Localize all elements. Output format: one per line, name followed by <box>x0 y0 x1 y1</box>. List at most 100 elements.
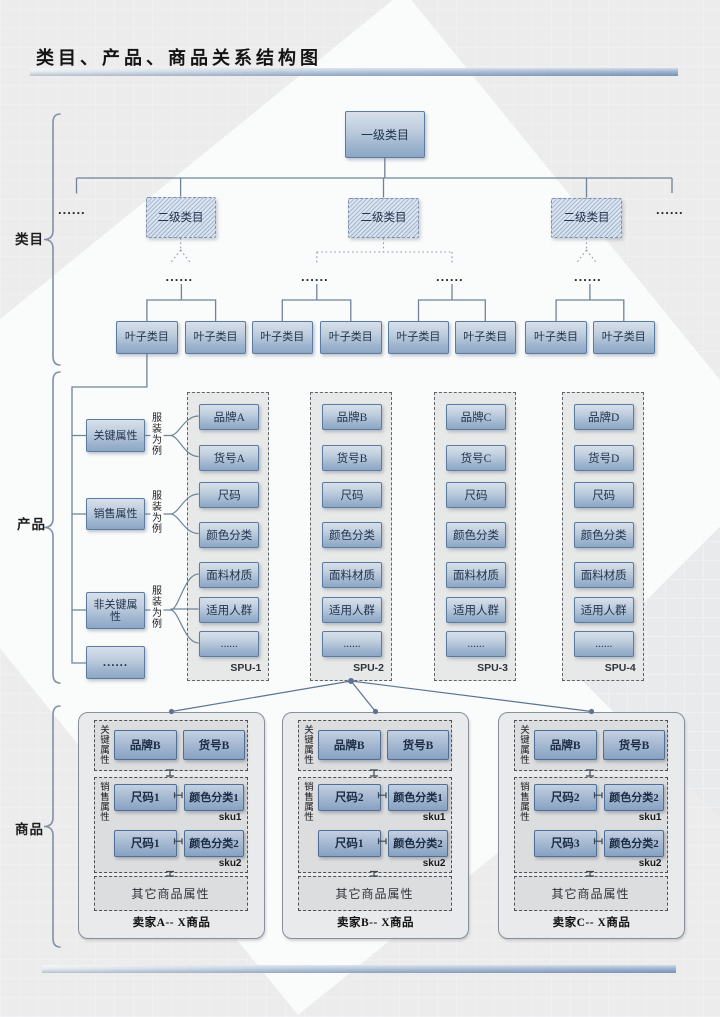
spu2-attr-audience: 适用人群 <box>322 597 382 623</box>
sellerA-sku1-size: 尺码1 <box>114 783 177 811</box>
ellipsis-left: ...... <box>58 202 86 217</box>
ellipsis-more-attributes: ...... <box>102 656 129 669</box>
spu3-attr-color: 颜色分类 <box>446 521 506 548</box>
sellerA-brand: 品牌B <box>114 729 177 760</box>
node-leaf-category-7: 叶子类目 <box>525 321 587 354</box>
sellerA-sales-group: 销售属性 尺码1 颜色分类1 sku1 尺码1 颜色分类2 sku2 <box>93 777 248 873</box>
spu3-attr-itemno: 货号C <box>446 444 506 471</box>
sellerB-sku1-size: 尺码2 <box>318 783 381 811</box>
spu4-attr-itemno: 货号D <box>573 444 634 471</box>
spu3-label: SPU-3 <box>477 662 508 674</box>
spu4-attr-brand: 品牌D <box>573 404 634 430</box>
spu1-label: SPU-1 <box>230 662 262 674</box>
sellerA-key-group: 关键属性 品牌B 货号B <box>93 720 248 771</box>
spu3-attr-more: ...... <box>446 631 506 657</box>
ellipsis-under-level2-1: ...... <box>165 269 194 284</box>
spu3-attr-fabric: 面料材质 <box>446 562 506 588</box>
node-more-attributes: ...... <box>86 646 145 679</box>
node-level2-category-2: 二级类目 <box>348 197 419 238</box>
spu-column-4: 品牌D 货号D 尺码 颜色分类 面料材质 适用人群 ...... <box>562 392 644 681</box>
sellerA-sku2-color: 颜色分类2 <box>184 829 244 857</box>
sellerC-sales-group-label: 销售属性 <box>520 783 530 823</box>
spu4-attr-color: 颜色分类 <box>573 521 634 548</box>
sellerB-sku2-tag: sku2 <box>422 858 446 869</box>
sellerC-other-attributes: 其它商品属性 <box>513 876 668 911</box>
footer-bar <box>42 965 676 973</box>
node-level2-category-3: 二级类目 <box>551 197 622 238</box>
ellipsis-under-level2-2a: ...... <box>301 269 329 284</box>
sellerA-sku2-tag: sku2 <box>218 858 242 869</box>
node-root-category: 一级类目 <box>345 111 425 158</box>
spu2-attr-color: 颜色分类 <box>322 521 382 548</box>
sellerB-key-group-label: 关键属性 <box>304 726 314 766</box>
node-level2-category-1: 二级类目 <box>145 197 216 238</box>
node-leaf-category-4: 叶子类目 <box>320 321 382 354</box>
sellerA-sku1-tag: sku1 <box>218 812 242 823</box>
sellerB-brand: 品牌B <box>318 729 381 760</box>
node-leaf-category-8: 叶子类目 <box>593 321 655 354</box>
section-label-commodity: 商品 <box>15 822 44 837</box>
sellerC-name: 卖家C-- X商品 <box>552 917 631 929</box>
node-leaf-category-6: 叶子类目 <box>454 321 516 354</box>
sellerB-sku1-color: 颜色分类1 <box>388 783 448 811</box>
sellerB-sales-group-label: 销售属性 <box>304 783 314 823</box>
sellerC-key-group: 关键属性 品牌B 货号B <box>513 720 668 771</box>
node-sales-attributes: 销售属性 <box>86 498 145 530</box>
spu3-attr-brand: 品牌C <box>446 404 506 430</box>
spu4-label: SPU-4 <box>604 662 636 674</box>
sellerC-key-group-label: 关键属性 <box>520 726 530 766</box>
spu1-attr-size: 尺码 <box>199 482 260 508</box>
spu1-attr-color: 颜色分类 <box>199 521 260 548</box>
sellerC-brand: 品牌B <box>534 729 597 760</box>
sellerB-sku2-size: 尺码1 <box>318 829 381 857</box>
seller-card-c: 关键属性 品牌B 货号B 销售属性 尺码2 颜色分类2 sku1 尺码3 颜色分… <box>498 712 685 939</box>
spu3-attr-audience: 适用人群 <box>446 597 506 623</box>
sellerB-sku1-tag: sku1 <box>422 812 446 823</box>
node-leaf-category-5: 叶子类目 <box>387 321 450 354</box>
spu1-attr-itemno: 货号A <box>199 444 260 471</box>
spu3-attr-size: 尺码 <box>446 482 506 508</box>
sellerB-name: 卖家B-- X商品 <box>336 917 414 929</box>
node-nonkey-attributes: 非关键属性 <box>86 592 145 629</box>
ellipsis-under-level2-2b: ...... <box>436 269 464 284</box>
title-underline-bar <box>30 68 678 76</box>
sellerA-key-group-label: 关键属性 <box>100 726 110 766</box>
note-clothing-example-2: 服装为例 <box>152 491 162 535</box>
spu2-attr-fabric: 面料材质 <box>322 562 382 588</box>
sellerC-sku1-color: 颜色分类2 <box>604 783 664 811</box>
note-clothing-example-3: 服装为例 <box>152 586 162 630</box>
spu2-attr-brand: 品牌B <box>322 404 382 430</box>
spu4-attr-size: 尺码 <box>573 482 634 508</box>
sellerA-sku2-size: 尺码1 <box>114 829 177 857</box>
spu1-attr-fabric: 面料材质 <box>199 562 260 588</box>
sellerC-sku2-tag: sku2 <box>638 858 662 869</box>
sellerC-itemno: 货号B <box>602 729 666 760</box>
spu4-attr-fabric: 面料材质 <box>573 562 634 588</box>
sellerB-key-group: 关键属性 品牌B 货号B <box>297 720 452 771</box>
sellerC-sku2-color: 颜色分类2 <box>604 829 664 857</box>
section-label-product: 产品 <box>17 517 46 532</box>
spu1-attr-more: ...... <box>199 631 260 657</box>
note-clothing-example-1: 服装为例 <box>152 413 162 457</box>
spu2-attr-more: ...... <box>322 631 382 657</box>
spu2-attr-itemno: 货号B <box>322 444 382 471</box>
node-leaf-category-2: 叶子类目 <box>184 321 247 354</box>
node-leaf-category-1: 叶子类目 <box>116 321 178 354</box>
node-leaf-category-3: 叶子类目 <box>251 321 313 354</box>
sellerC-sales-group: 销售属性 尺码2 颜色分类2 sku1 尺码3 颜色分类2 sku2 <box>513 777 668 873</box>
ellipsis-right: ...... <box>656 202 684 217</box>
spu-column-1: 品牌A 货号A 尺码 颜色分类 面料材质 适用人群 ...... <box>187 392 269 681</box>
spu-column-3: 品牌C 货号C 尺码 颜色分类 面料材质 适用人群 ...... <box>434 392 516 681</box>
sellerB-sku2-color: 颜色分类2 <box>388 829 448 857</box>
sellerA-sales-group-label: 销售属性 <box>100 783 110 823</box>
spu2-attr-size: 尺码 <box>322 482 382 508</box>
spu-column-2: 品牌B 货号B 尺码 颜色分类 面料材质 适用人群 ...... <box>310 392 392 681</box>
sellerC-sku1-tag: sku1 <box>638 812 662 823</box>
seller-card-a: 关键属性 品牌B 货号B 销售属性 尺码1 颜色分类1 sku1 尺码1 颜色分… <box>78 712 265 939</box>
page-title: 类目、产品、商品关系结构图 <box>36 48 322 68</box>
spu4-attr-audience: 适用人群 <box>573 597 634 623</box>
node-key-attributes: 关键属性 <box>86 419 145 452</box>
spu1-attr-brand: 品牌A <box>199 404 260 430</box>
seller-card-b: 关键属性 品牌B 货号B 销售属性 尺码2 颜色分类1 sku1 尺码1 颜色分… <box>282 712 469 939</box>
